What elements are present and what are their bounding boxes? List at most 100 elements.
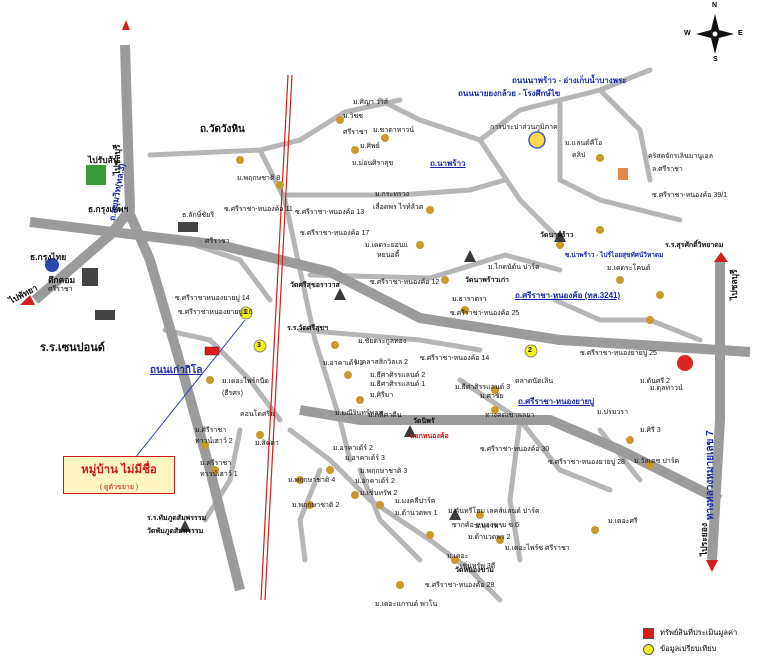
place-label: ม.อาคาเด้ร์ 2 [333,445,373,452]
place-label: ม.เดอะแกรนด์ พาโน [375,601,438,608]
place-label: ม.เดอะศรี [608,518,638,525]
legend-yellow-swatch [643,643,654,655]
place-label: ซ.ศรีราชา-หนองค้อ 25 [450,310,520,317]
place-label: ธ.ลักษิ์ชัยรี [182,212,214,219]
marker-3-label: 3 [257,342,261,349]
place-label: ซ.ศรีราชา-หนองค้อ 13 [295,209,365,216]
place-label: ทาวน์เฮาว์ 1 [200,471,238,478]
place-label: วัดศรีสุขอราวาส [290,282,340,289]
village-notice: หมู่บ้าน ไม่มีชื่อ ( ดูตัวขยาย ) [63,456,175,494]
road-label-wangpin: ถ.วัดวังหิน [200,124,245,135]
place-label: ม.มณีรินทร์พลส [335,410,383,417]
place-label: ม.กระทรวง [375,191,410,198]
place-label: ซ.ศรีราชา-หนองค้อ 30 [480,446,550,453]
place-label: หยนอดี้ [377,252,400,259]
place-label: ม.ศิญา วาส์ [353,99,388,106]
place-label: วัดพัมภูดสัมพรรรม [147,528,204,535]
place-label: ม.พฤกษาชาติ 2 [292,502,340,509]
compass-n: N [712,2,718,9]
building-icons [82,168,628,320]
notice-subtitle: ( ดูตัวขยาย ) [99,484,139,491]
place-label: ซ.ศรีราชา-หนองค้อ 12 [370,279,440,286]
place-label: ม.ธีศาศิรรแลนด์ 3 [455,384,511,391]
road-label-sriracha-nongyaibu: ถ.ศรีราชา-หนองยายบู่ [518,397,595,406]
lotus-logo [677,355,693,371]
arrow-north-left [122,20,130,30]
legend-label: ทรัพย์สินที่ประเมินมูลค่า [660,628,738,637]
place-label: ม.ด้านวดพร 2 [468,534,511,541]
place-label: ม.ศรีราชา [200,460,232,467]
marker-3 [253,339,267,353]
place-label: ม.ศาชัย [480,393,504,400]
place-label: ซากค้อ-หนองขาม ซ.6 [452,522,520,529]
place-label: ม.พฤกษาชาติ 3 [360,468,408,475]
place-label: วัดนิพรั [413,418,435,425]
ktb-logo [45,258,59,272]
place-label: ม.ชาตาทาวน์ [373,127,414,134]
compass-rose-icon [696,14,734,54]
place-label: ม.ตันศรี 2 [640,378,670,385]
place-label: ซ.ศรีราชา-หนองค้อ 14 [420,355,490,362]
legend-red-swatch [643,627,654,639]
place-label: ม.วิชช [343,113,363,120]
place-label: ม.ศิรีมา [370,392,394,399]
place-label: ม.เดดระยอนแ [365,242,409,249]
place-label: ม.วัลเดซ ปาร์ค [634,458,680,465]
place-label: ม.คลาสสิกวิลเล 2 [355,359,408,366]
compass-s: S [713,56,718,63]
place-label: ม.มงคลีปาร์ค [395,498,436,505]
arrow-rayong [706,560,718,572]
place-label: ซ.ศรีราชา-หนองค้อ 28 [425,582,495,589]
place-label: ม.เชิ่นทรัพ 2 [360,490,398,497]
place-label: (ธีรศร) [222,390,243,397]
place-label: วัดนาพร้าวเก่า [465,277,509,284]
place-label: ม.พฤกษชาติ 8 [237,175,281,182]
place-label: ม.สิดดา [255,440,279,447]
place-label: ม.เดอะไพร์กนีด [222,378,269,385]
legend-item-property: ทรัพย์สินที่ประเมินมูลค่า [643,627,737,639]
place-label: ม.ปรมวรา [597,409,628,416]
place-label: ม.พฤกษาชาติ 4 [288,477,336,484]
place-label: ม.ธีศาศิรรแลนด์ 1 [370,381,426,388]
seven-eleven-logo [86,165,106,185]
place-label: ศรีราชา [205,238,230,245]
notice-title: หมู่บ้าน ไม่มีชื่อ [81,464,157,476]
marker-1-label: 1 [243,309,247,316]
place-label: ม.แลนด์คีโอ [565,140,603,147]
place-label: ม.ภหีศาดีน [368,412,402,419]
place-label: ร.ร.ทัมภูดสัมพรรรม [147,515,207,522]
place-label: ม.ชัยตระกูลทอง [358,338,407,345]
comparison-markers [239,306,538,358]
place-label: คอนโดศรีม [240,411,275,418]
arrow-chonburi-right [714,252,728,262]
place-label: ศรีราชา [343,129,368,136]
water-authority-logo [528,131,546,149]
place-label: คลิป [572,152,586,159]
place-label: ม.เดอะไพร์ซ ศรีราชา [505,545,570,552]
marker-2-label: 2 [528,347,532,354]
place-label: ซ.ศรีราชา-หนองค้อ 39/1 [652,192,728,199]
railway-line [260,74,293,601]
place-label: ซ.ศรีราชา-หนองยายบู่ 25 [580,350,657,357]
place-label: ม.ดุลทาวน์ [650,385,683,392]
compass-e: E [738,30,743,37]
place-label: ธ.กรุงเทพฯ [88,204,129,214]
road-label-motorway7: ทางหลวงหมายเลข 7 [705,430,716,520]
road-label-naphrao-sweet: ซ.นาพร้าว - ไปร์ไอยสุขทัศน์วิหาดม [565,252,664,259]
road-label-old: ถนนเก่ากิโล [150,365,203,376]
place-label: ร.ร.วัดศรีสุขฯ [287,325,329,332]
village-icons [201,116,664,589]
place-label: เลื่อดพร ไรท์ลัวด [373,204,424,211]
place-label: ม.ม่อนศิราสุข [352,160,394,167]
place-label: ม.เดอะ [447,553,469,560]
place-label: การประปาส่วนภูมิภาค [490,124,558,131]
place-label: ซ.ศรีราชาหนองยายบู่ 16 [178,309,253,316]
road-label-sriracha-nongkho: ถ.ศรีราชา-หนองค้อ (ทล.3241) [515,291,621,300]
place-label: ซ.ศรีราชาหนองยายบู่ 14 [175,295,250,302]
subject-property-marker [204,346,220,356]
place-label: วัดนาพร้าว [540,232,574,239]
place-label: ศรีราชา [48,286,73,293]
place-label: ม.อาคาเด้ร์ 3 [345,455,385,462]
road-label-naibanbang: ถนนนายยงกล้วย - โรงศึกษ์ไข [458,89,561,98]
